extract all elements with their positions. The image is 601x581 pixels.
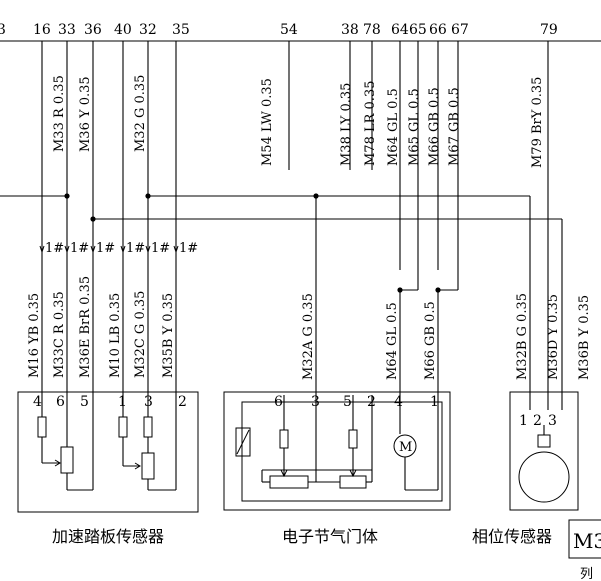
right-box-label: M3 <box>573 529 601 553</box>
top-wire-labels: M33 R 0.35 M36 Y 0.35 M32 G 0.35 M54 LW … <box>52 75 545 168</box>
top-pin: 79 <box>540 22 558 38</box>
pin-number: 2 <box>178 394 187 410</box>
throttle-body: 6 3 5 2 4 1 M 电子节气门体 <box>223 391 451 546</box>
pin-number: 6 <box>56 394 65 410</box>
connector-mark: 1# <box>179 241 198 256</box>
wire-label: M35B Y 0.35 <box>161 293 176 378</box>
pin-number: 5 <box>343 394 352 410</box>
top-pin-numbers: 3 16 33 36 40 32 35 54 38 78 64 65 66 67… <box>0 22 558 38</box>
pin-number: 3 <box>144 394 153 410</box>
wire-label: M36B Y 0.35 <box>577 295 592 380</box>
junction-dot <box>90 216 96 222</box>
pin-number: 1 <box>118 394 127 410</box>
wire-label: M33 R 0.35 <box>52 75 67 152</box>
throttle-body-caption: 电子节气门体 <box>282 527 378 546</box>
wire-label: M16 YB 0.35 <box>27 293 42 378</box>
top-pin: 54 <box>280 22 298 38</box>
connector-mark: 1# <box>45 241 64 256</box>
pin-number: 2 <box>533 413 542 429</box>
connector-mark: 1# <box>151 241 170 256</box>
top-pin: 16 <box>33 22 51 38</box>
wire-label: M64 GL 0.5 <box>385 302 400 380</box>
top-pin: 38 <box>341 22 359 38</box>
wire-label: M65 GL 0.5 <box>407 88 422 166</box>
wire-label: M32B G 0.35 <box>515 293 530 380</box>
pin-number: 3 <box>311 394 320 410</box>
wire-label: M79 BrY 0.35 <box>530 77 545 168</box>
wire-label: M10 LB 0.35 <box>108 293 123 378</box>
phase-sensor-caption: 相位传感器 <box>472 527 552 546</box>
right-box-partial-text: 列 <box>580 567 593 581</box>
pedal-sensor-caption: 加速踏板传感器 <box>52 527 164 546</box>
pedal-sensor: 4 6 5 1 3 2 加速踏板传感器 <box>17 391 199 546</box>
wire-label: M54 LW 0.35 <box>260 78 275 166</box>
pin-number: 5 <box>80 394 89 410</box>
motor-label: M <box>399 440 412 455</box>
junction-dot <box>145 193 151 199</box>
connector-mark: 1# <box>126 241 145 256</box>
phase-sensor-wheel <box>518 451 570 503</box>
wire-label: M66 GB 0.5 <box>423 301 438 380</box>
top-pin: 64 <box>391 22 409 38</box>
connector-mark: 1# <box>70 241 89 256</box>
pin-number: 6 <box>274 394 283 410</box>
wire-label: M36D Y 0.35 <box>546 294 561 380</box>
wire-label: M38 LY 0.35 <box>339 83 354 166</box>
pin-number: 1 <box>430 394 439 410</box>
connector-marks: 1# 1# 1# 1# 1# 1# <box>39 241 198 256</box>
wire-label: M64 GL 0.5 <box>386 88 401 166</box>
top-pin: 3 <box>0 22 6 38</box>
connector-mark: 1# <box>96 241 115 256</box>
phase-sensor: 1 2 3 相位传感器 <box>472 391 579 546</box>
pin-number: 4 <box>394 394 403 410</box>
wire-label: M36E BrR 0.35 <box>78 276 93 378</box>
top-pin: 67 <box>451 22 469 38</box>
lower-wires <box>41 252 439 410</box>
wire-label: M32A G 0.35 <box>301 293 316 380</box>
pin-number: 3 <box>548 413 557 429</box>
pin-number: 1 <box>519 413 528 429</box>
lower-wire-labels: M16 YB 0.35 M33C R 0.35 M36E BrR 0.35 M1… <box>27 276 592 380</box>
junction-dot <box>64 193 70 199</box>
wire-label: M36 Y 0.35 <box>78 76 93 152</box>
top-wires <box>41 41 549 290</box>
pin-number: 4 <box>33 394 42 410</box>
top-pin: 36 <box>84 22 102 38</box>
top-pin: 65 <box>409 22 427 38</box>
top-pin: 40 <box>114 22 132 38</box>
wire-label: M33C R 0.35 <box>52 291 67 378</box>
top-pin: 66 <box>429 22 447 38</box>
wire-label: M66 GB 0.5 <box>427 87 442 166</box>
bus-lines <box>0 185 563 410</box>
top-pin: 78 <box>363 22 381 38</box>
wire-label: M67 GB 0.5 <box>447 87 462 166</box>
junction-dot <box>313 193 319 199</box>
wire-label: M32 G 0.35 <box>133 75 148 152</box>
top-pin: 33 <box>58 22 76 38</box>
top-pin: 32 <box>139 22 157 38</box>
wire-label: M32C G 0.35 <box>133 291 148 378</box>
top-pin: 35 <box>172 22 190 38</box>
wire-label: M78 LR 0.35 <box>363 81 378 166</box>
right-box: M3 列 <box>568 519 601 581</box>
